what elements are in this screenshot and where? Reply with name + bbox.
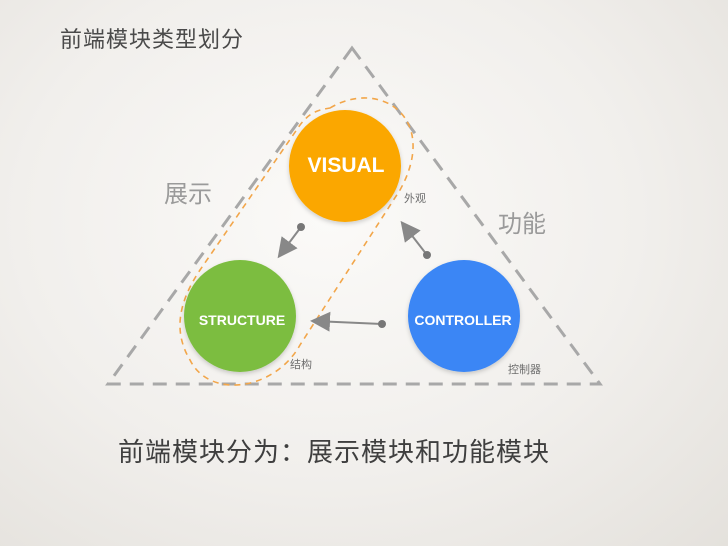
structure-sublabel: 结构	[290, 358, 312, 371]
arrow-visual-to-structure	[277, 226, 302, 259]
arrow-controller-to-visual	[400, 220, 428, 256]
arrow-dot	[297, 223, 305, 231]
arrow-controller-to-structure	[310, 311, 383, 332]
arrow-dot	[423, 251, 431, 259]
arrow-dot	[378, 320, 386, 328]
visual-sublabel: 外观	[404, 192, 426, 205]
structure-label: STRUCTURE	[198, 312, 286, 328]
display-group-outline	[179, 97, 414, 386]
outer-triangle	[105, 45, 603, 386]
controller-label: CONTROLLER	[414, 312, 512, 328]
structure-circle	[184, 260, 296, 372]
visual-label: VISUAL	[307, 154, 385, 177]
visual-circle	[289, 110, 401, 222]
page-title: 前端模块类型划分	[60, 28, 245, 53]
controller-sublabel: 控制器	[508, 363, 541, 376]
function-region-label: 功能	[498, 210, 546, 238]
bottom-caption: 前端模块分为：展示模块和功能模块	[118, 438, 551, 468]
display-region-label: 展示	[164, 180, 212, 208]
controller-circle	[408, 260, 520, 372]
